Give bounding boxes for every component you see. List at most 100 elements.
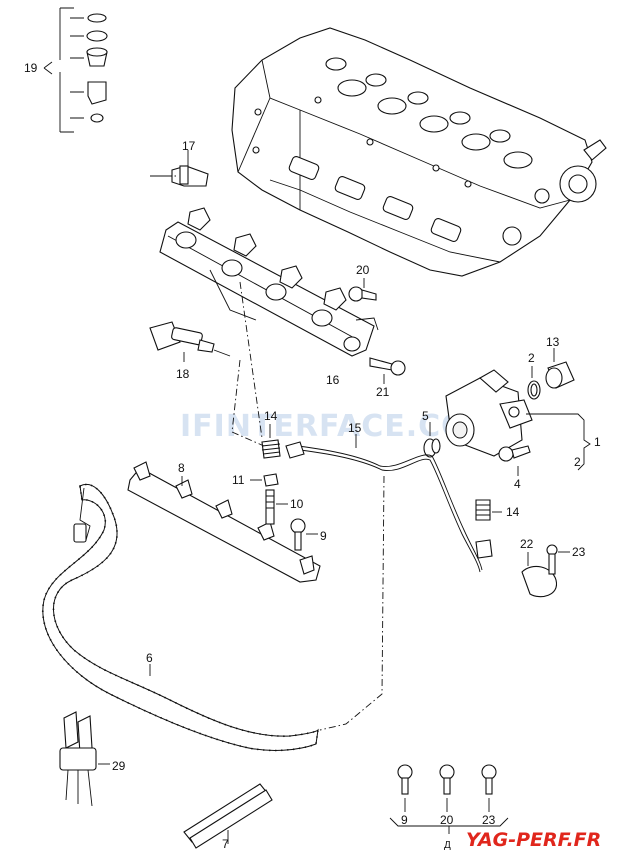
hose-dot xyxy=(86,571,89,574)
part-8-bracket xyxy=(127,461,321,583)
figure-code: Д xyxy=(444,840,451,851)
hose-dot xyxy=(165,719,168,722)
hose-dot xyxy=(109,671,112,674)
part-17-sensor xyxy=(152,150,209,187)
hose-dot xyxy=(199,732,202,735)
hose-dot xyxy=(52,608,55,611)
hose-dot xyxy=(103,526,106,528)
hose-dot xyxy=(62,636,64,639)
hose-dot xyxy=(76,671,78,673)
hose-dot xyxy=(265,734,267,736)
hose-dot xyxy=(78,653,81,656)
part-19-kit xyxy=(43,7,108,133)
hose-dot xyxy=(104,520,107,522)
hose-dot xyxy=(96,504,99,507)
hose-dot xyxy=(137,684,139,686)
part-14-fitting-top xyxy=(261,424,281,459)
hose-dot xyxy=(196,712,199,715)
hose-dot xyxy=(109,507,112,509)
hose-dot xyxy=(289,735,291,737)
hose-dot xyxy=(85,678,88,681)
hose-dot xyxy=(204,734,207,737)
hose-dot xyxy=(104,669,106,672)
hose-dot xyxy=(65,641,68,643)
hose-dot xyxy=(80,492,82,494)
hose-dot xyxy=(109,552,112,555)
hose-dot xyxy=(304,746,307,748)
hose-dot xyxy=(54,596,57,599)
hose-dot xyxy=(180,704,183,707)
hose-dot xyxy=(191,709,194,712)
callout-1: 1 xyxy=(594,435,601,449)
hose-dot xyxy=(116,536,118,538)
hose-dot xyxy=(86,499,88,501)
hose-dot xyxy=(93,663,96,666)
hose-dot xyxy=(175,702,177,704)
hose-dot xyxy=(306,732,309,735)
hose-dot xyxy=(169,699,172,702)
hose-dot xyxy=(239,745,242,747)
hose-dot xyxy=(115,674,117,677)
hose-dot xyxy=(105,557,108,560)
callout-5: 5 xyxy=(422,409,429,423)
hose-dot xyxy=(312,731,315,733)
part-21-bolt xyxy=(369,357,406,384)
hose-dot xyxy=(210,736,213,739)
hose-dot xyxy=(114,542,117,544)
hose-dot xyxy=(182,726,185,728)
bolt-set-bottom xyxy=(389,764,509,834)
hose-dot xyxy=(160,717,163,719)
hose-dot xyxy=(45,628,47,630)
hose-dot xyxy=(90,682,93,684)
hose-dot xyxy=(207,717,210,719)
callout-17: 17 xyxy=(182,139,196,153)
part-11-nut xyxy=(250,473,279,487)
callout-14-top: 14 xyxy=(264,409,278,423)
part-18-pressure-sensor xyxy=(149,321,231,362)
watermark: IFINTERFACE.COM xyxy=(180,409,499,444)
hose-dot xyxy=(315,742,317,744)
hose-dot xyxy=(259,733,261,735)
callout-15: 15 xyxy=(348,421,362,435)
hose-dot xyxy=(95,685,98,688)
hose-dot xyxy=(132,704,135,707)
hose-dot xyxy=(224,723,227,726)
hose-dot xyxy=(112,547,115,550)
hose-dot xyxy=(56,625,59,628)
hose-dot xyxy=(67,663,70,665)
hose-dot xyxy=(253,732,256,734)
hose-dot xyxy=(233,743,236,746)
hose-dot xyxy=(111,694,114,696)
hose-dot xyxy=(100,688,103,691)
hose-dot xyxy=(87,550,89,553)
hose-dot xyxy=(176,724,179,726)
hose-dot xyxy=(193,730,196,733)
hose-dot xyxy=(286,749,289,751)
hose-dot xyxy=(202,714,205,717)
hose-dot xyxy=(106,501,109,504)
hose-dot xyxy=(48,587,50,590)
callout-23-lower: 23 xyxy=(482,813,496,827)
callout-22: 22 xyxy=(520,537,534,551)
hose-dot xyxy=(230,725,232,728)
callout-11: 11 xyxy=(232,473,245,487)
hose-dot xyxy=(216,738,219,741)
hose-dot xyxy=(101,561,104,564)
hose-dot xyxy=(49,639,52,641)
hose-dot xyxy=(74,649,76,652)
callout-16: 16 xyxy=(326,373,340,387)
hose-dot xyxy=(70,579,73,582)
part-15-high-pressure-line xyxy=(285,434,493,573)
hose-dot xyxy=(57,591,59,593)
hose-dot xyxy=(103,496,106,499)
hose-dot xyxy=(84,483,87,486)
hose-dot xyxy=(90,484,93,487)
callout-29: 29 xyxy=(112,759,126,773)
cylinder-head xyxy=(231,27,607,277)
hose-dot xyxy=(53,614,55,617)
hose-dot xyxy=(82,554,85,557)
hose-dot xyxy=(55,578,58,580)
callout-20-lower: 20 xyxy=(440,813,454,827)
hose-dot xyxy=(95,487,98,490)
hose-dot xyxy=(241,729,244,731)
